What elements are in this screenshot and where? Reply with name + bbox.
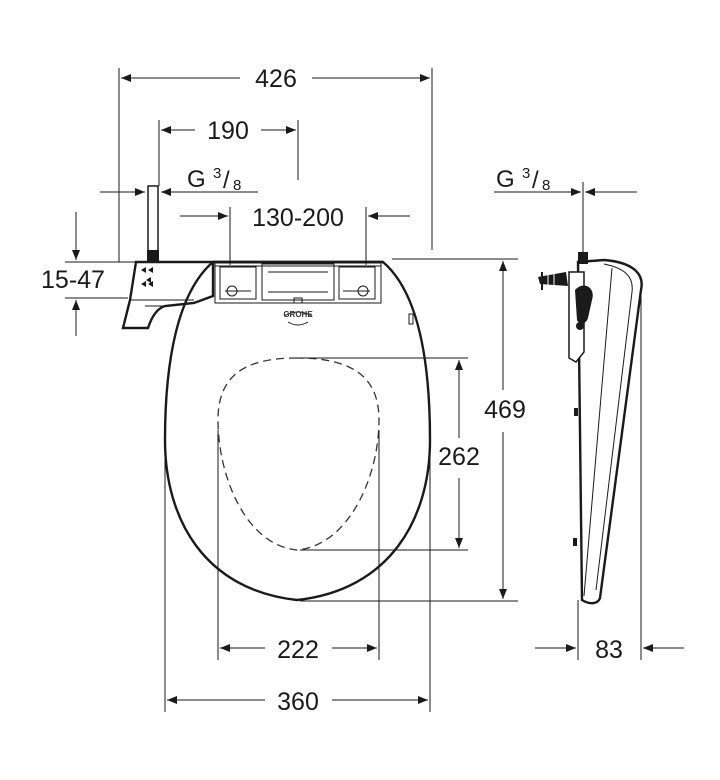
dim-seat-length: 469: [484, 396, 526, 424]
hinge-block: [214, 262, 382, 304]
seat-front-view: GROHE: [121, 185, 432, 602]
dim-side-thickness: 83: [595, 636, 623, 664]
seat-outline: [163, 260, 432, 602]
thread-label-right: G 3 / 8: [496, 165, 550, 194]
dim-opening-length: 262: [438, 443, 480, 471]
dim-overall-width: 426: [255, 65, 297, 93]
svg-text:G: G: [496, 166, 515, 193]
dim-seat-width: 360: [277, 688, 319, 716]
dimension-lines: [65, 68, 684, 712]
svg-text:3: 3: [522, 165, 530, 182]
svg-text:/: /: [532, 167, 539, 194]
brand-logo-text: GROHE: [283, 310, 313, 319]
seat-side-view: [538, 252, 643, 605]
svg-text:8: 8: [233, 177, 241, 194]
dim-outlet-offset: 190: [207, 117, 249, 145]
seat-opening-outline: [217, 357, 380, 551]
svg-text:3: 3: [213, 165, 221, 182]
brand-logo: GROHE: [283, 310, 313, 326]
svg-text:8: 8: [542, 177, 550, 194]
supply-arm: [121, 260, 215, 330]
supply-pipe: [147, 185, 159, 262]
dim-opening-width: 222: [277, 636, 319, 664]
svg-text:/: /: [223, 167, 230, 194]
svg-text:G: G: [187, 166, 206, 193]
dim-height-range: 15-47: [41, 266, 105, 294]
dim-fixing-spacing: 130-200: [252, 204, 344, 232]
thread-label-left: G 3 / 8: [187, 165, 241, 194]
